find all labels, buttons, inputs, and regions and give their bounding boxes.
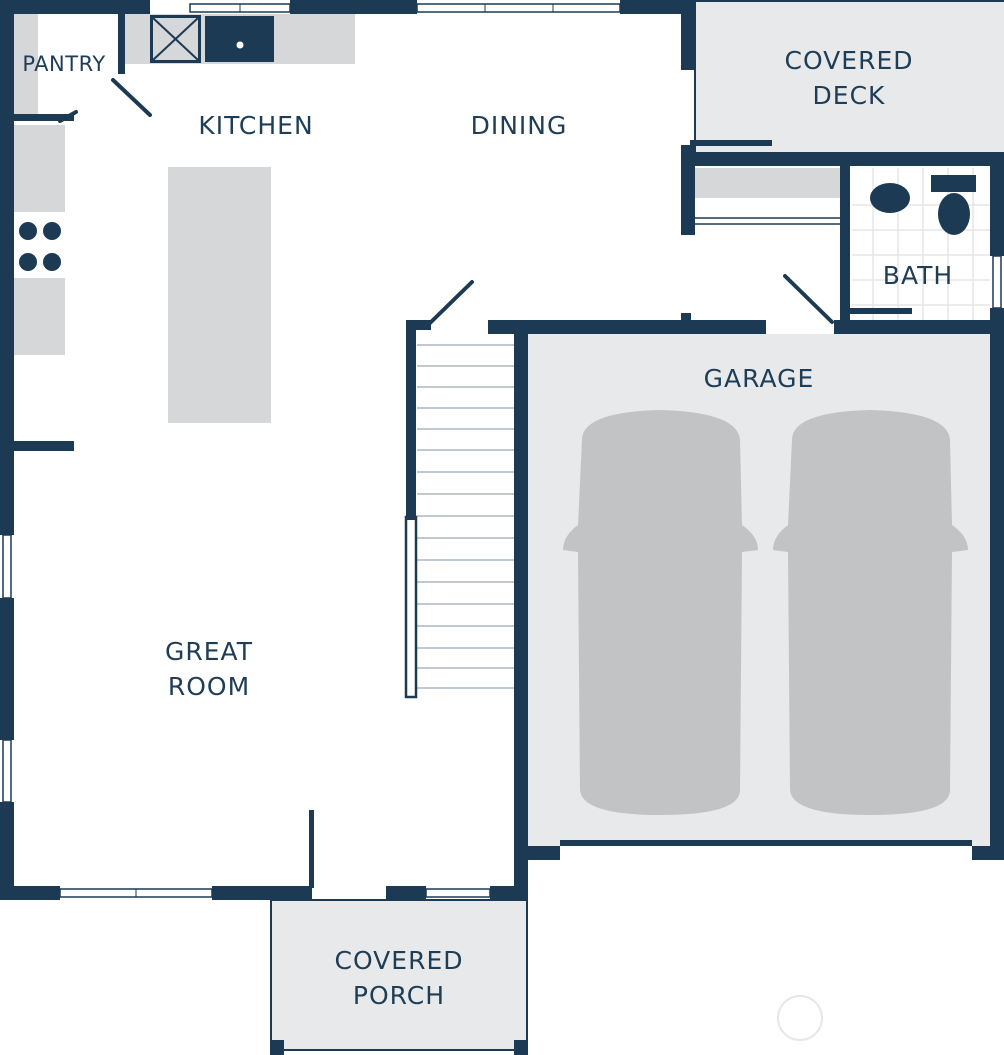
car-icon <box>563 410 758 815</box>
room-label-covered-deck-1: COVERED <box>784 46 913 75</box>
car-icon <box>773 410 968 815</box>
room-label-great-room-1: GREAT <box>165 637 253 666</box>
room-label-kitchen: KITCHEN <box>198 111 313 140</box>
covered-porch-area <box>270 900 528 1050</box>
appliance-icon <box>150 15 201 63</box>
covered-deck-area <box>695 0 1004 153</box>
room-label-covered-deck-2: DECK <box>813 81 886 110</box>
room-label-dining: DINING <box>471 111 568 140</box>
watermark-circle <box>777 995 823 1041</box>
kitchen-island <box>168 167 271 423</box>
stair-handrail <box>404 515 418 699</box>
room-label-garage: GARAGE <box>704 364 815 393</box>
bath-sink-icon <box>870 183 910 213</box>
cooktop-burners-icon <box>14 212 65 278</box>
room-label-covered-porch-1: COVERED <box>334 946 463 975</box>
room-label-bath: BATH <box>883 261 953 290</box>
porch-outline <box>270 899 528 1051</box>
pantry-counter <box>14 14 38 114</box>
staircase <box>417 344 514 689</box>
toilet-icon <box>931 175 976 235</box>
sliding-door <box>692 217 842 225</box>
room-label-pantry: PANTRY <box>22 52 105 76</box>
room-label-covered-porch-2: PORCH <box>353 981 445 1010</box>
bath-vanity-counter <box>692 168 842 198</box>
room-label-great-room-2: ROOM <box>168 672 250 701</box>
sink-icon <box>205 16 274 62</box>
doors <box>58 78 834 325</box>
window-mullions <box>135 4 554 897</box>
